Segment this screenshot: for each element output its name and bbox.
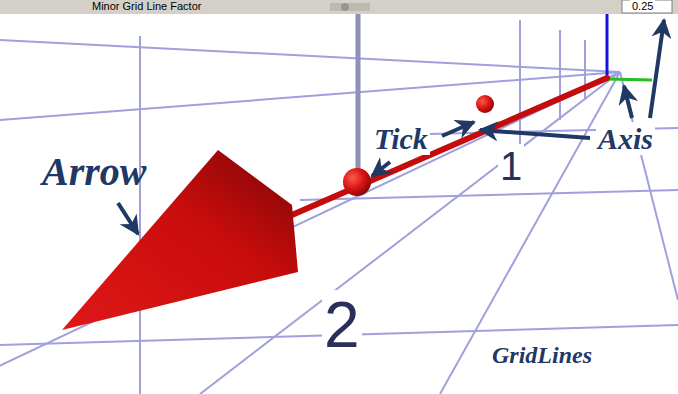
tick-number: 2 — [322, 290, 362, 360]
tick-sphere — [476, 95, 494, 113]
grid-lines — [0, 20, 678, 394]
toolbar-value: 0.25 — [630, 0, 655, 12]
callout-pointer — [372, 162, 390, 176]
tick-sphere — [343, 168, 371, 196]
slider-thumb — [341, 3, 349, 11]
slider-track — [330, 3, 370, 11]
callout-pointer — [650, 20, 664, 118]
grid-line — [0, 72, 620, 394]
callout-pointer — [442, 122, 474, 136]
part-name: GridLines — [490, 342, 594, 368]
value-box — [622, 0, 672, 13]
grid-line — [519, 20, 521, 150]
grid-line — [440, 72, 620, 394]
grid-line — [620, 72, 678, 300]
grid-line — [0, 40, 620, 72]
tick-number: 1 — [498, 144, 524, 188]
red-axis — [262, 78, 607, 228]
grid-line — [559, 30, 561, 120]
toolbar-label: Minor Grid Line Factor — [90, 0, 203, 12]
callout-pointer — [624, 86, 632, 118]
grid-line-major — [356, 14, 361, 175]
part-name: Tick — [372, 122, 430, 155]
callout-pointer — [118, 203, 138, 234]
toolbar-strip — [0, 0, 678, 14]
callout-pointer — [480, 130, 590, 138]
green-axis — [607, 79, 652, 80]
part-name: Axis — [596, 122, 655, 155]
part-name: Arrow — [40, 150, 149, 194]
blue-axis — [606, 14, 609, 80]
grid-line — [139, 36, 141, 394]
callout-pointers — [118, 20, 664, 234]
